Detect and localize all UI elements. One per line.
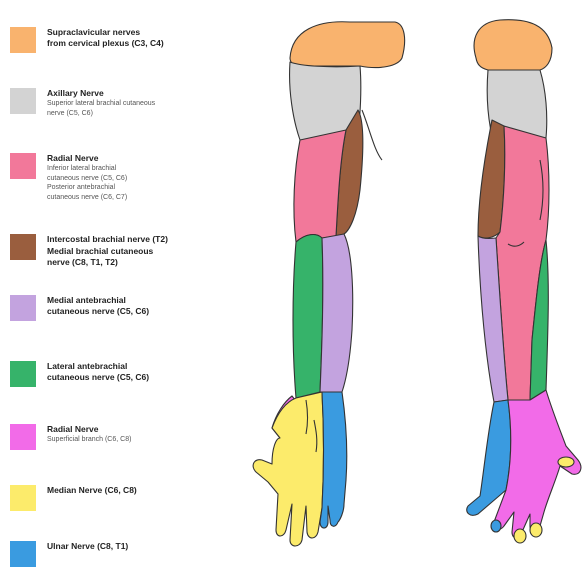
posterior-median-fingertip — [558, 457, 574, 467]
anterior-arm — [253, 22, 405, 546]
posterior-intercostal-region — [478, 120, 505, 238]
legend-item-axillary: Axillary Nerve Superior lateral brachial… — [10, 88, 252, 118]
dermatome-legend: Supraclavicular nerves from cervical ple… — [0, 0, 255, 566]
anterior-ulnar-region — [320, 392, 347, 528]
legend-swatch — [10, 361, 36, 387]
legend-item-radial-superficial: Radial Nerve Superficial branch (C6, C8) — [10, 424, 252, 450]
legend-desc: Superficial branch (C6, C8) — [47, 435, 252, 445]
legend-item-median: Median Nerve (C6, C8) — [10, 485, 252, 511]
posterior-median-fingertip — [514, 529, 526, 543]
posterior-arm — [467, 20, 581, 543]
anterior-medial-antebrachial-region — [320, 234, 353, 392]
legend-item-medial-antebrachial: Medial antebrachial cutaneous nerve (C5,… — [10, 295, 252, 321]
legend-swatch — [10, 153, 36, 179]
legend-swatch — [10, 234, 36, 260]
arm-dermatome-diagram — [245, 0, 586, 566]
legend-item-intercostal: Intercostal brachial nerve (T2) Medial b… — [10, 234, 252, 268]
legend-title: Supraclavicular nerves from cervical ple… — [47, 27, 252, 49]
legend-swatch — [10, 485, 36, 511]
legend-title-secondary: Medial brachial cutaneous nerve (C8, T1,… — [47, 246, 252, 268]
legend-item-lateral-antebrachial: Lateral antebrachial cutaneous nerve (C5… — [10, 361, 252, 387]
legend-item-supraclavicular: Supraclavicular nerves from cervical ple… — [10, 27, 252, 53]
legend-title: Lateral antebrachial cutaneous nerve (C5… — [47, 361, 252, 383]
legend-swatch — [10, 541, 36, 567]
legend-item-ulnar: Ulnar Nerve (C8, T1) — [10, 541, 252, 567]
anterior-axillary-fold-line — [362, 110, 382, 160]
legend-item-radial-upper: Radial Nerve Inferior lateral brachial c… — [10, 153, 252, 202]
legend-title: Radial Nerve — [47, 424, 252, 435]
legend-title: Axillary Nerve — [47, 88, 252, 99]
legend-desc: Superior lateral brachial cutaneous nerv… — [47, 99, 252, 118]
legend-swatch — [10, 88, 36, 114]
legend-title: Radial Nerve — [47, 153, 252, 164]
legend-desc: Inferior lateral brachial cutaneous nerv… — [47, 164, 252, 202]
legend-title: Intercostal brachial nerve (T2) — [47, 234, 252, 245]
anterior-median-region — [253, 392, 323, 546]
legend-swatch — [10, 27, 36, 53]
legend-title: Ulnar Nerve (C8, T1) — [47, 541, 252, 552]
posterior-supraclavicular-region — [474, 20, 552, 70]
anterior-supraclavicular-region — [290, 22, 405, 68]
posterior-median-fingertip — [530, 523, 542, 537]
legend-swatch — [10, 424, 36, 450]
legend-title: Median Nerve (C6, C8) — [47, 485, 252, 496]
anterior-lateral-antebrachial-region — [293, 235, 323, 398]
legend-title: Medial antebrachial cutaneous nerve (C5,… — [47, 295, 252, 317]
posterior-ulnar-fingertip — [491, 520, 501, 532]
legend-swatch — [10, 295, 36, 321]
